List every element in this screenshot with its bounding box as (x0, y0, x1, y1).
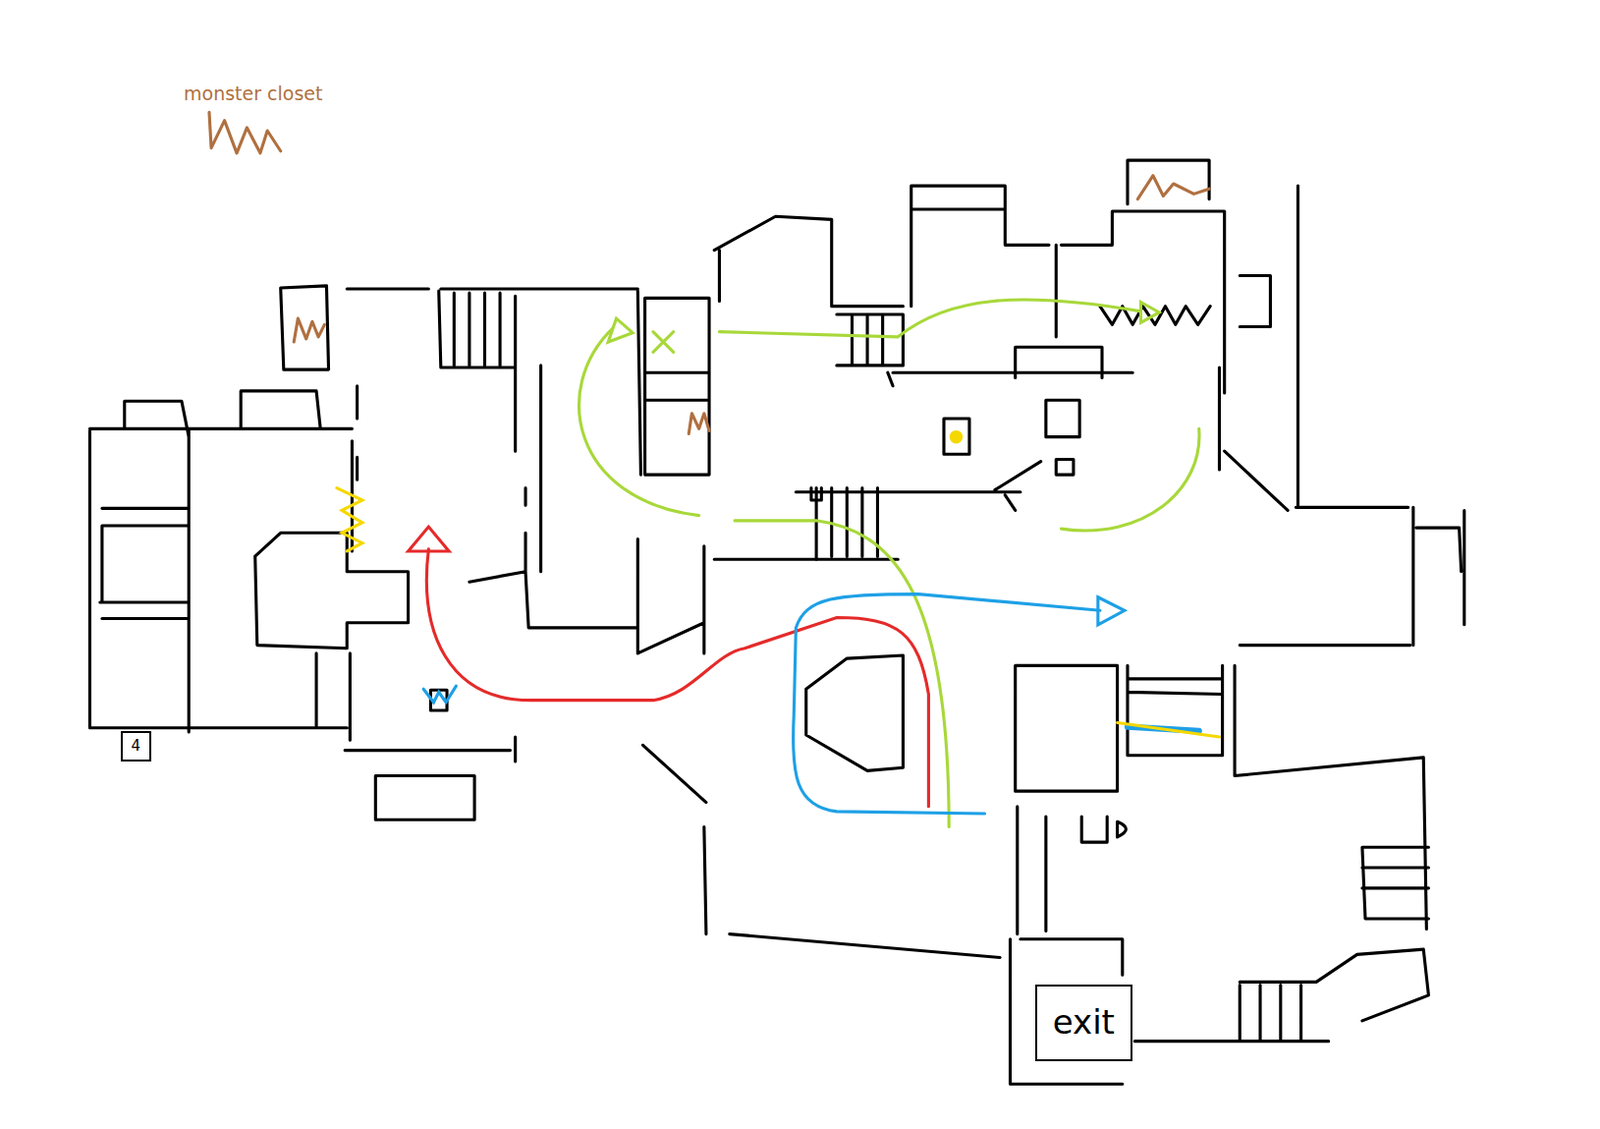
blue-route-stroke (423, 685, 456, 703)
legend-label: monster closet (183, 82, 323, 105)
green-route-stroke (734, 520, 949, 828)
green-route-stroke (1060, 428, 1200, 531)
room-number-box: 4 (120, 730, 152, 762)
green-route-stroke (1140, 302, 1159, 324)
wall-line-stroke (943, 418, 970, 454)
exit-box: exit (1035, 984, 1133, 1061)
yellow-mark-stroke (1117, 722, 1220, 738)
green-route-stroke (607, 318, 633, 342)
room-number: 4 (130, 737, 141, 755)
yellow-mark-stroke (336, 488, 363, 552)
red-route-stroke (408, 526, 450, 552)
wall-line-stroke (89, 390, 408, 740)
monster-closet-marks (209, 111, 1210, 434)
monster-closet-mark-stroke (209, 111, 281, 154)
yellow-mark-stroke (950, 431, 961, 442)
legend-entry: monster closet (183, 83, 323, 105)
red-route-stroke (426, 549, 929, 807)
exit-label: exit (1052, 1003, 1115, 1041)
green-route-stroke (579, 329, 700, 516)
green-routes (579, 299, 1200, 828)
wall-line-stroke (344, 532, 1429, 1084)
monster-closet-mark-stroke (293, 318, 325, 342)
blue-route-stroke (793, 594, 1101, 814)
wall-line-stroke (280, 160, 1299, 572)
wall-lines (89, 160, 1464, 1084)
red-route (408, 526, 930, 807)
green-route-stroke (653, 331, 674, 353)
monster-closet-mark-stroke (1137, 175, 1210, 200)
blue-route-stroke (1098, 597, 1125, 625)
green-route-stroke (718, 299, 1141, 337)
yellow-marks (336, 431, 1220, 737)
blue-route (423, 594, 1200, 814)
monster-closet-mark-stroke (688, 413, 710, 435)
